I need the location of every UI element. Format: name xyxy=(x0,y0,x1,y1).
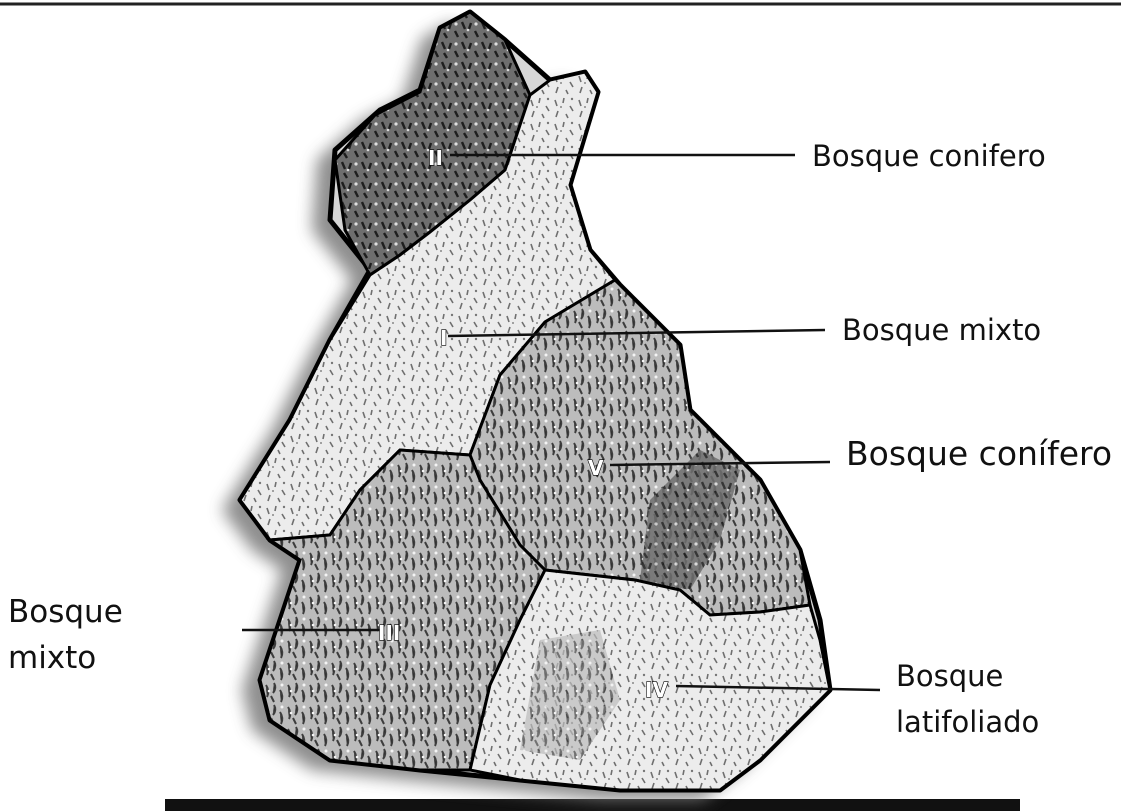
label-bosque-conifero-top: Bosque conifero xyxy=(812,139,1046,173)
leader-line-IV xyxy=(675,684,881,692)
zone-IV-numeral: IV xyxy=(645,678,668,702)
zone-III-numeral: III xyxy=(378,621,400,645)
zone-V-numeral: V xyxy=(588,456,604,480)
label-bosque-latifoliado-line2: latifoliado xyxy=(896,705,1039,739)
zone-V-dark-strip xyxy=(640,450,740,590)
bottom-band xyxy=(165,799,1020,811)
label-bosque-mixto-left-line2: mixto xyxy=(8,640,96,676)
zone-II-numeral: II xyxy=(428,146,443,170)
label-bosque-latifoliado-line1: Bosque xyxy=(896,659,1003,693)
zone-IV-shade xyxy=(520,630,620,760)
leader-line-V xyxy=(609,460,831,467)
label-bosque-conifero-middle: Bosque conífero xyxy=(846,434,1112,473)
zone-I-numeral: I xyxy=(440,326,447,350)
label-bosque-mixto-right: Bosque mixto xyxy=(842,313,1041,347)
label-bosque-mixto-left-line1: Bosque xyxy=(8,594,123,630)
leader-line-I xyxy=(447,328,826,338)
